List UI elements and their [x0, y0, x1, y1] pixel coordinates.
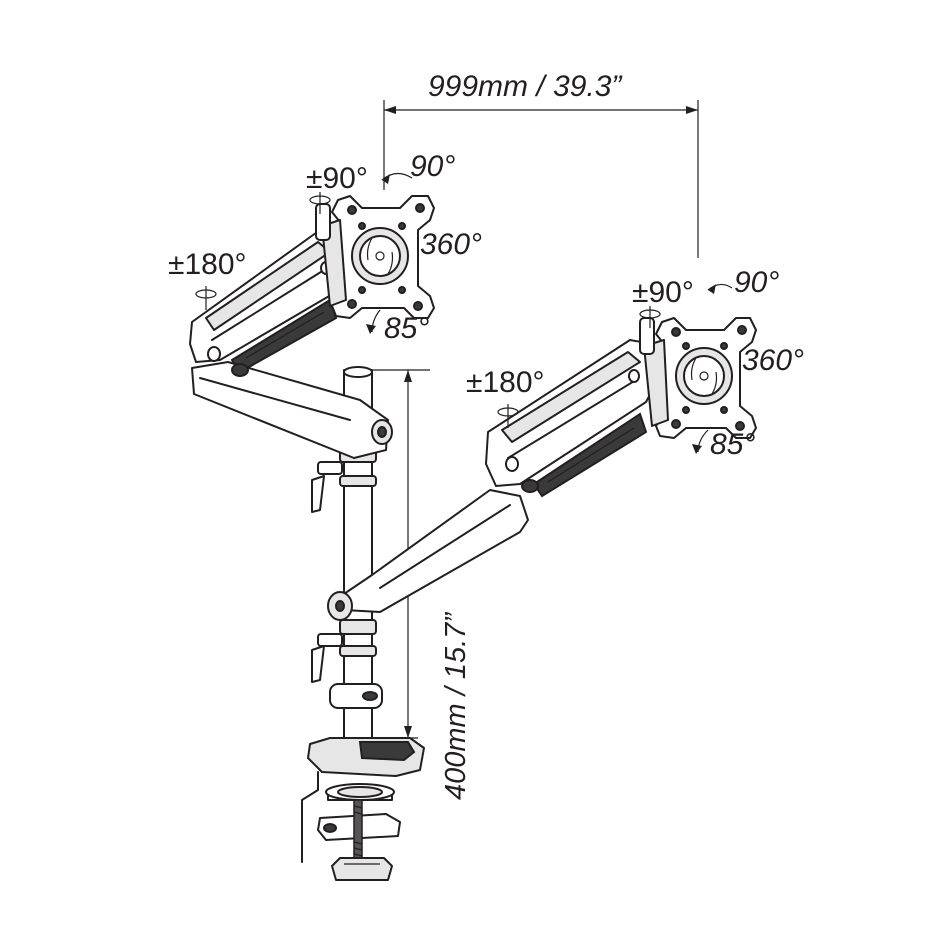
left-tilt-up-label: 90°	[410, 150, 456, 183]
left-gas-spring-arm	[189, 229, 349, 377]
right-gas-spring-arm	[485, 339, 661, 498]
right-vesa-plate	[639, 317, 757, 439]
height-knob-upper	[311, 461, 343, 513]
desk-clamp	[301, 737, 425, 881]
right-rotation-label: 360°	[742, 344, 805, 377]
left-swivel-label: ±90°	[306, 162, 368, 195]
right-tilt-up-label: 90°	[734, 266, 780, 299]
lower-arm-segment	[327, 489, 529, 621]
right-arm-swivel-label: ±180°	[466, 366, 545, 399]
right-tilt-down-label: 85°	[710, 428, 756, 461]
height-dimension-label: 400mm / 15.7”	[440, 613, 472, 800]
left-rotation-label: 360°	[420, 228, 483, 261]
rotation-arrows	[195, 172, 733, 454]
width-dimension-lines	[383, 100, 699, 258]
right-swivel-label: ±90°	[632, 276, 694, 309]
left-arm-swivel-label: ±180°	[168, 248, 247, 281]
left-vesa-plate	[315, 195, 435, 319]
height-knob-lower	[311, 633, 343, 683]
width-dimension-label: 999mm / 39.3”	[428, 70, 622, 103]
left-tilt-down-label: 85°	[384, 312, 430, 345]
upper-arm-segment	[191, 361, 393, 459]
